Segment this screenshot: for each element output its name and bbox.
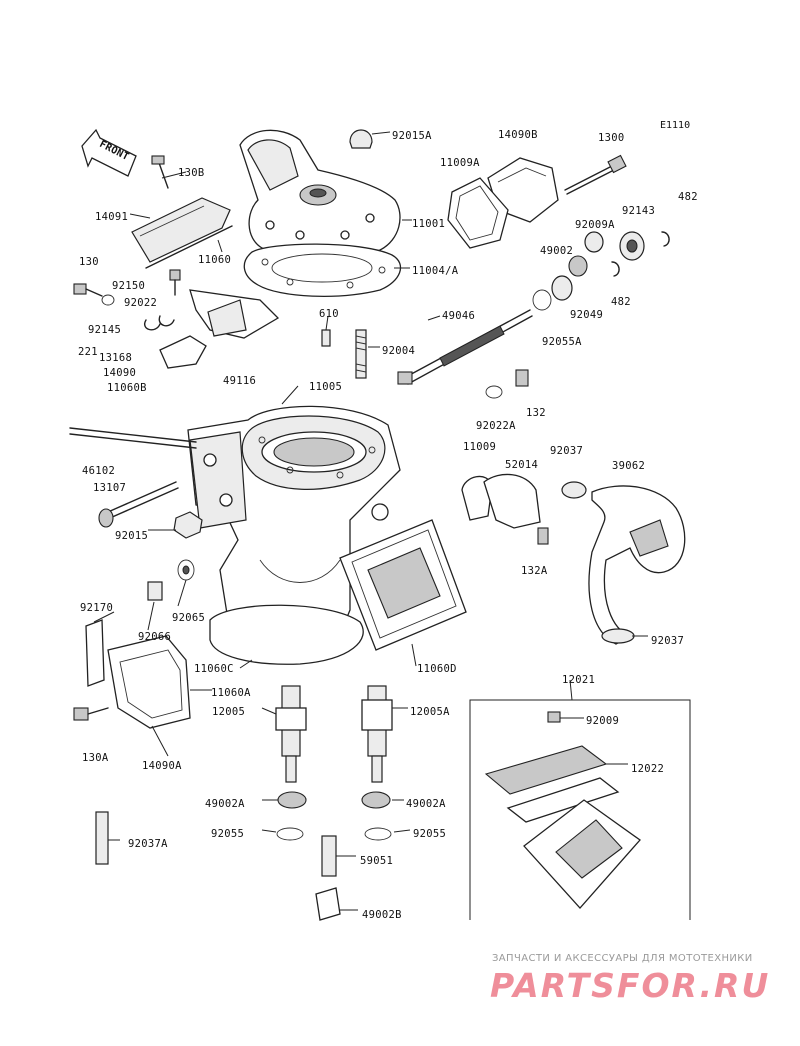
- part-label-92170: 92170: [80, 602, 113, 614]
- part-label-92066: 92066: [138, 631, 171, 643]
- part-label-92145: 92145: [88, 324, 121, 336]
- small-fasteners: [147, 511, 203, 601]
- part-label-130a: 130A: [82, 752, 109, 764]
- part-label-92055a: 92055A: [542, 336, 582, 348]
- dowel-pin: [321, 329, 331, 347]
- part-label-59051: 59051: [360, 855, 393, 867]
- part-label-92143: 92143: [622, 205, 655, 217]
- part-label-13168: 13168: [99, 352, 132, 364]
- part-label-92004: 92004: [382, 345, 415, 357]
- part-label-11060: 11060: [198, 254, 231, 266]
- part-label-92037a: 92037A: [128, 838, 168, 850]
- left-bolts: [73, 269, 181, 306]
- part-label-92037b: 92037: [651, 635, 684, 647]
- diagram-code: E1110: [660, 120, 691, 131]
- part-label-11009: 11009: [463, 441, 496, 453]
- part-label-12021: 12021: [562, 674, 595, 686]
- part-label-92037a: 92037: [550, 445, 583, 457]
- part-label-11060c: 11060C: [194, 663, 234, 675]
- front-arrow-icon: FRONT: [81, 128, 137, 177]
- valve-linkage: [144, 289, 280, 369]
- part-label-11005: 11005: [309, 381, 342, 393]
- part-label-92015a: 92015A: [392, 130, 432, 142]
- intake-gasket: [339, 519, 467, 651]
- part-label-92055-right: 92055: [413, 828, 446, 840]
- part-label-221: 221: [78, 346, 98, 358]
- actuator-pulley-parts: [532, 231, 670, 311]
- part-label-92015: 92015: [115, 530, 148, 542]
- part-number-labels: 92015A 14090B 1300 130B 11009A 482 14091 11001 9…: [78, 129, 698, 921]
- part-label-130: 130: [79, 256, 99, 268]
- reed-valve-box: [469, 699, 691, 920]
- cylinder-block: [187, 405, 401, 645]
- stud: [355, 329, 367, 379]
- part-label-13107: 13107: [93, 482, 126, 494]
- part-label-482b: 482: [611, 296, 631, 308]
- part-label-14090: 14090: [103, 367, 136, 379]
- part-label-49002: 49002: [540, 245, 573, 257]
- part-label-14091: 14091: [95, 211, 128, 223]
- left-valve-cover: [131, 155, 233, 269]
- part-label-49002b: 49002B: [362, 909, 402, 921]
- water-outlet: [461, 369, 587, 545]
- part-label-12005a: 12005A: [410, 706, 450, 718]
- part-label-132a: 132A: [521, 565, 548, 577]
- watermark-logo: PARTSFOR.RU: [490, 966, 771, 1005]
- part-label-49116: 49116: [223, 375, 256, 387]
- leader-lines: [93, 131, 648, 911]
- head-gasket: [243, 243, 402, 297]
- part-label-11060b: 11060B: [107, 382, 147, 394]
- part-label-92022a: 92022A: [476, 420, 516, 432]
- part-label-49046: 49046: [442, 310, 475, 322]
- base-gasket: [209, 604, 364, 665]
- part-label-1300: 1300: [598, 132, 625, 144]
- part-label-11060d: 11060D: [417, 663, 457, 675]
- valve-assemblies: [275, 685, 393, 921]
- water-hose: [588, 485, 686, 645]
- part-label-14090b: 14090B: [498, 129, 538, 141]
- part-label-12022: 12022: [631, 763, 664, 775]
- part-label-39062: 39062: [612, 460, 645, 472]
- part-label-11009a: 11009A: [440, 157, 480, 169]
- drive-shaft: [69, 427, 197, 528]
- part-label-11001: 11001: [412, 218, 445, 230]
- part-label-49002a-right: 49002A: [406, 798, 446, 810]
- part-label-482a: 482: [678, 191, 698, 203]
- part-label-92049: 92049: [570, 309, 603, 321]
- part-label-11004a: 11004/A: [412, 265, 459, 277]
- part-label-92022: 92022: [124, 297, 157, 309]
- cap-nut: [349, 129, 373, 149]
- side-cover: [73, 619, 191, 865]
- part-label-49002a-left: 49002A: [205, 798, 245, 810]
- part-label-52014: 52014: [505, 459, 538, 471]
- valve-rod: [397, 309, 533, 385]
- part-label-92150: 92150: [112, 280, 145, 292]
- watermark-caption: ЗАПЧАСТИ И АКСЕССУАРЫ ДЛЯ МОТОТЕХНИКИ: [492, 953, 753, 964]
- part-label-11060a: 11060A: [211, 687, 251, 699]
- part-label-610: 610: [319, 308, 339, 320]
- part-label-46102: 46102: [82, 465, 115, 477]
- part-label-92065: 92065: [172, 612, 205, 624]
- part-label-132: 132: [526, 407, 546, 419]
- part-label-12005: 12005: [212, 706, 245, 718]
- part-label-130b: 130B: [178, 167, 205, 179]
- part-label-92009a: 92009A: [575, 219, 615, 231]
- cylinder-head: [239, 129, 401, 260]
- part-label-92055-left: 92055: [211, 828, 244, 840]
- valve-cover: [447, 157, 559, 249]
- long-bolt: [564, 154, 627, 195]
- part-label-92009: 92009: [586, 715, 619, 727]
- part-label-14090a: 14090A: [142, 760, 182, 772]
